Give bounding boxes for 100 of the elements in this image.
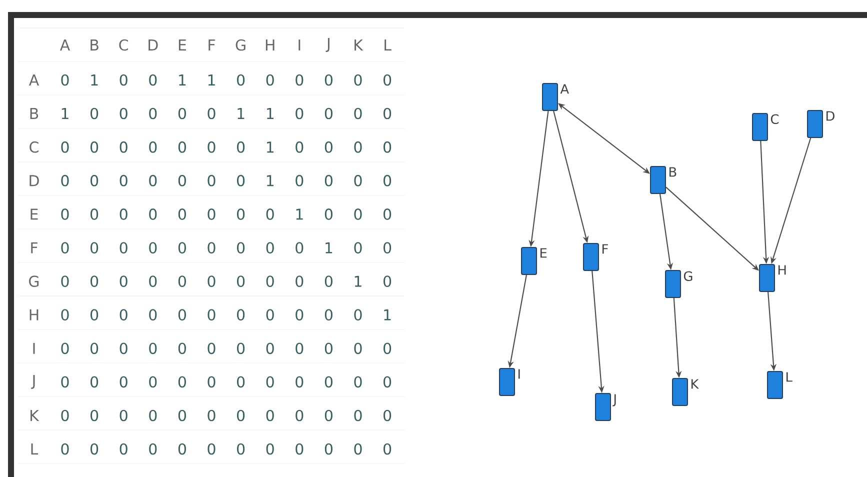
matrix-cell: 1	[266, 108, 274, 119]
matrix-cell: 0	[384, 74, 392, 86]
matrix-cell: 0	[178, 410, 186, 422]
node-label: K	[691, 379, 700, 389]
matrix-cell: 0	[354, 443, 362, 455]
matrix-cell: 0	[61, 276, 69, 287]
matrix-cell: 0	[324, 108, 332, 120]
node-box: E	[521, 247, 547, 275]
row-header: G	[29, 276, 39, 287]
matrix-cell: 0	[208, 342, 216, 354]
matrix-cell: 0	[296, 309, 304, 320]
matrix-cell: 0	[324, 276, 332, 287]
matrix-cell: 0	[384, 376, 392, 388]
matrix-cell: 0	[384, 141, 392, 153]
matrix-cell: 0	[61, 208, 69, 220]
column-header: E	[178, 40, 186, 50]
matrix-cell: 0	[149, 208, 157, 220]
row-header: J	[31, 374, 35, 389]
matrix-cell: 0	[324, 174, 332, 186]
matrix-cell: 0	[266, 74, 274, 86]
matrix-cell: 0	[208, 141, 216, 153]
matrix-cell: 0	[296, 376, 304, 388]
matrix-cell: 0	[120, 108, 128, 120]
column-header: J	[326, 38, 330, 52]
matrix-cell: 0	[208, 276, 216, 287]
matrix-cell: 0	[178, 242, 186, 254]
matrix-cell: 0	[324, 309, 332, 320]
node-label: F	[602, 244, 608, 254]
matrix-cell: 0	[90, 410, 98, 422]
matrix-cell: 0	[237, 141, 245, 153]
matrix-cell: 0	[237, 376, 245, 388]
matrix-cell: 0	[90, 342, 98, 354]
matrix-cell: 0	[90, 309, 98, 320]
matrix-cell: 0	[120, 376, 128, 388]
column-header: C	[119, 39, 128, 51]
matrix-cell: 1	[179, 74, 186, 86]
matrix-cell: 1	[62, 108, 68, 119]
matrix-cell: 0	[296, 141, 304, 153]
row-header: H	[30, 309, 38, 320]
matrix-cell: 0	[61, 74, 69, 86]
row-header: A	[28, 74, 39, 86]
matrix-cell: 0	[178, 443, 186, 455]
matrix-cell: 0	[149, 410, 157, 422]
matrix-cell: 0	[178, 208, 186, 220]
matrix-cell: 0	[120, 242, 128, 254]
matrix-cell: 0	[266, 443, 274, 455]
matrix-cell: 0	[90, 141, 98, 153]
matrix-cell: 0	[149, 443, 157, 455]
matrix-cell: 0	[324, 74, 332, 86]
matrix-cell: 0	[324, 443, 332, 455]
matrix-cell: 0	[208, 208, 216, 220]
matrix-cell: 1	[354, 276, 362, 287]
matrix-cell: 0	[384, 242, 392, 254]
matrix-cell: 0	[296, 276, 304, 287]
node-label: I	[518, 369, 520, 379]
matrix-cell: 0	[354, 108, 362, 120]
matrix-cell: 0	[208, 410, 216, 422]
matrix-cell: 0	[120, 410, 128, 422]
node-box: C	[752, 113, 779, 141]
matrix-cell: 0	[384, 443, 392, 455]
node-box: G	[665, 270, 692, 298]
matrix-cell: 0	[208, 174, 216, 186]
column-header: B	[90, 40, 98, 50]
column-header: D	[148, 40, 158, 50]
matrix-cell: 0	[61, 242, 69, 254]
row-header: F	[31, 242, 38, 254]
matrix-cell: 0	[149, 174, 157, 186]
matrix-cell: 0	[90, 174, 98, 186]
node-label: C	[770, 114, 779, 124]
matrix-cell: 0	[61, 174, 69, 186]
column-header: K	[354, 40, 364, 50]
matrix-cell: 0	[237, 74, 245, 86]
column-header: A	[60, 40, 70, 50]
node-label: J	[612, 394, 616, 406]
matrix-cell: 0	[120, 342, 128, 354]
matrix-cell: 1	[266, 175, 274, 186]
matrix-cell: 0	[354, 342, 362, 354]
matrix-cell: 0	[149, 242, 157, 254]
node-box: A	[542, 83, 569, 111]
node-box: K	[672, 378, 699, 406]
matrix-cell: 0	[178, 174, 186, 186]
matrix-cell: 0	[354, 410, 362, 422]
matrix-cell: 1	[296, 208, 303, 220]
matrix-cell: 0	[266, 410, 274, 422]
matrix-cell: 0	[266, 208, 274, 220]
matrix-cell: 0	[296, 74, 304, 86]
node-box: F	[583, 243, 608, 271]
matrix-cell: 0	[266, 276, 274, 287]
matrix-cell: 0	[354, 208, 362, 220]
column-header: I	[298, 40, 300, 50]
matrix-cell: 1	[266, 142, 274, 153]
matrix-cell: 0	[354, 174, 362, 186]
matrix-cell: 0	[237, 443, 245, 455]
matrix-cell: 0	[120, 174, 128, 186]
matrix-cell: 0	[296, 174, 304, 186]
row-header: I	[33, 342, 35, 354]
node-label: A	[560, 84, 569, 94]
matrix-cell: 0	[61, 443, 69, 455]
column-header: G	[236, 39, 246, 51]
matrix-cell: 0	[354, 376, 362, 388]
